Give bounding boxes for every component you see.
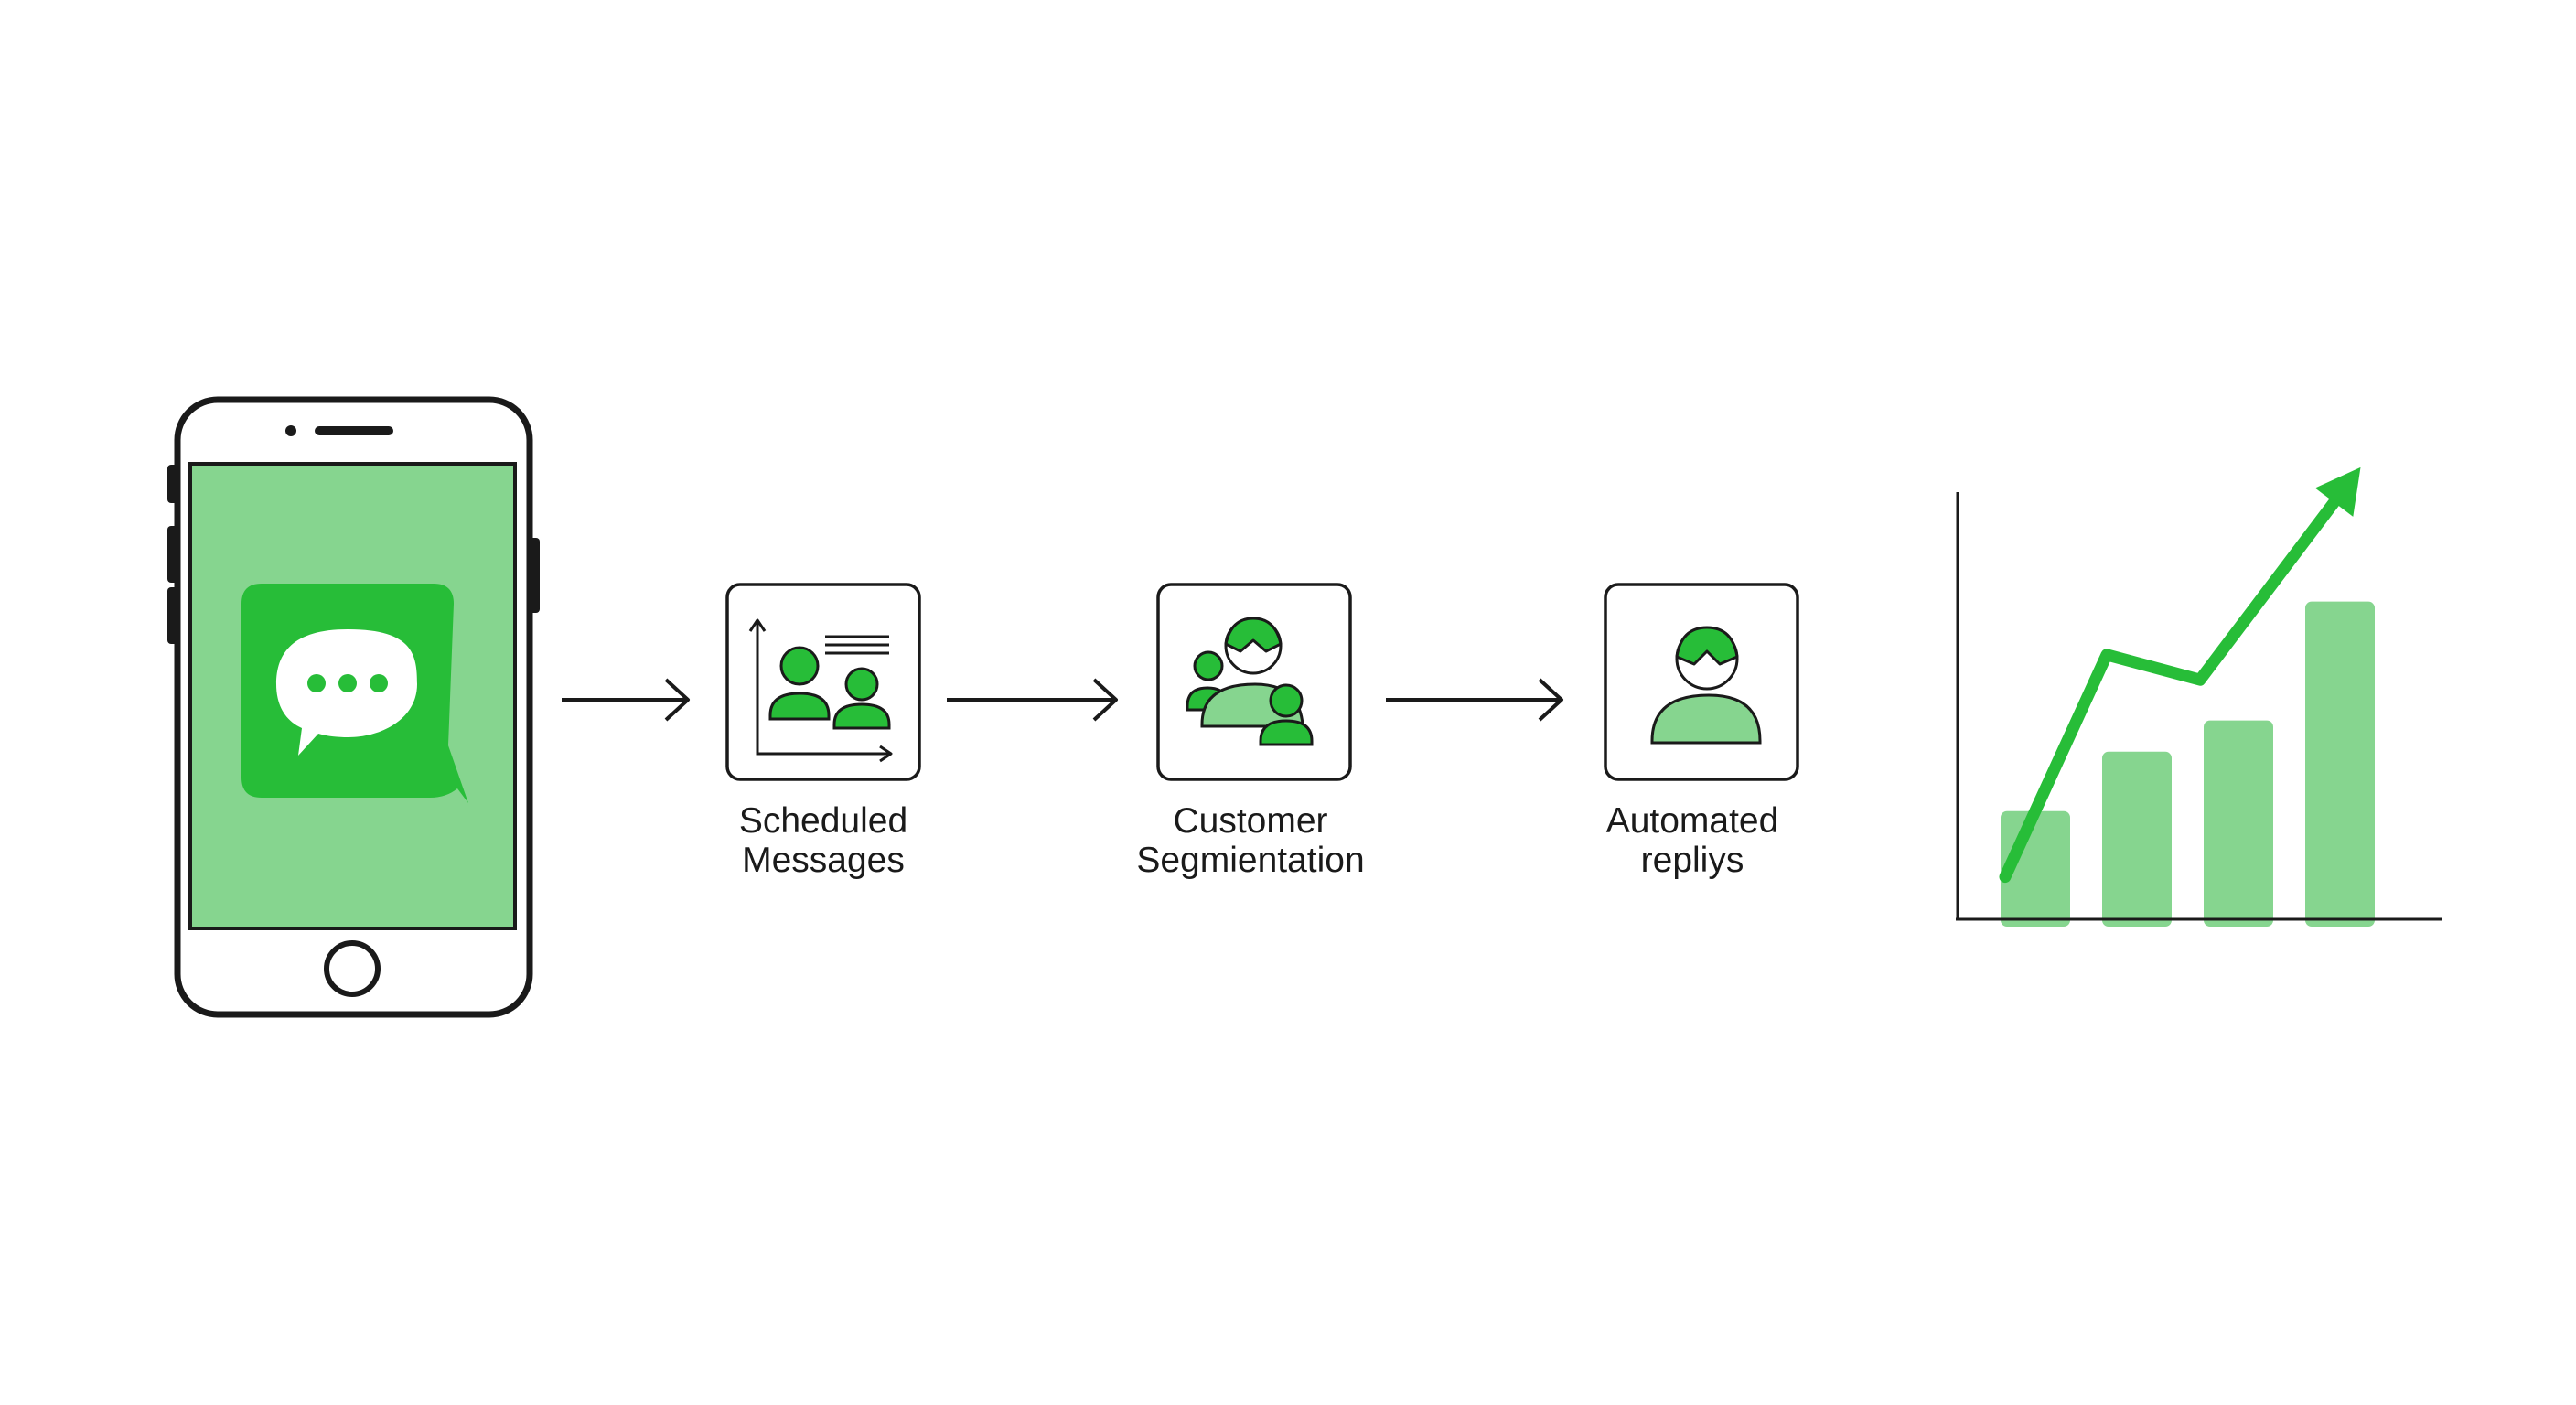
step-label-line: Scheduled — [738, 801, 908, 841]
chart-bars — [2001, 601, 2375, 927]
typing-dot-2 — [338, 674, 357, 692]
step-label-line: Messages — [742, 841, 905, 880]
trend-arrowhead — [2314, 467, 2361, 517]
chart-bar — [2305, 601, 2375, 927]
step-card — [1156, 583, 1352, 781]
speech-bubble — [276, 629, 417, 756]
phone-camera — [285, 425, 296, 436]
automated-replies-icon[interactable] — [1604, 583, 1799, 781]
step-label-line: repliys — [1640, 841, 1744, 880]
scheduled-messages-icon[interactable] — [725, 583, 921, 781]
step-label-line: Segmientation — [1136, 841, 1365, 880]
step-label-automated-replies: Automated repliys — [1482, 801, 1903, 880]
typing-dot-1 — [307, 674, 326, 692]
phone-home-button[interactable] — [324, 940, 381, 997]
step-label-line: Automated — [1605, 801, 1779, 841]
typing-dot-3 — [370, 674, 388, 692]
mini-axes — [756, 622, 891, 756]
step-card — [725, 583, 921, 781]
person-icon — [1650, 626, 1762, 745]
customer-segmentation-icon[interactable] — [1156, 583, 1352, 781]
phone-speaker — [315, 426, 393, 435]
person-icon — [832, 667, 891, 730]
arrow-right-icon — [947, 678, 1118, 722]
arrow-right-icon — [562, 678, 690, 722]
growth-chart-icon — [1956, 467, 2442, 927]
step-label-customer-segmentation: Customer Segmientation — [1040, 801, 1461, 880]
chart-bar — [2102, 751, 2172, 927]
step-label-scheduled-messages: Scheduled Messages — [613, 801, 1034, 880]
step-label-line: Customer — [1173, 801, 1328, 841]
person-icon — [1259, 683, 1314, 746]
chat-bubble-icon[interactable] — [242, 584, 468, 803]
person-icon — [768, 646, 831, 721]
chart-bar — [2204, 720, 2273, 927]
arrow-right-icon — [1386, 678, 1563, 722]
trend-line — [1999, 486, 2348, 884]
person-icon — [1200, 617, 1304, 728]
